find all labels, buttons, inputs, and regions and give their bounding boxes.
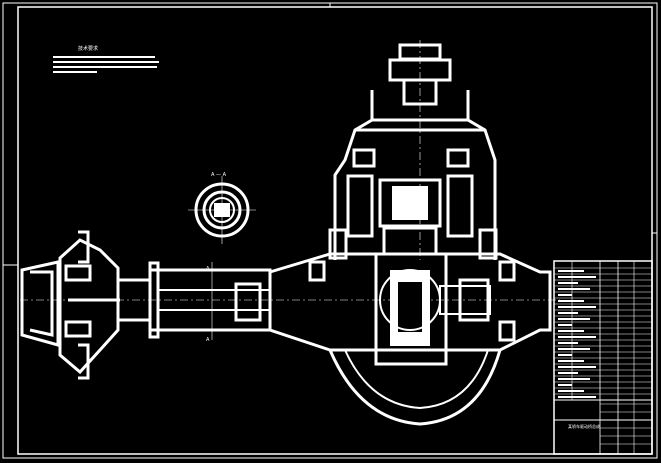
sheet-inner-border [17,6,653,455]
title-block-row-text-mark [558,384,572,386]
title-block-row-text-mark [558,378,590,380]
title-block-row-text-mark [558,366,596,368]
title-block-drawing-name: 某轿车驱动桥总成 [568,424,600,429]
title-block-row-text-mark [558,270,584,272]
title-block-row-text-mark [558,294,572,296]
title-block-row-text-mark [558,360,584,362]
title-block-row-text-mark [558,348,590,350]
title-block-row-text-mark [558,336,596,338]
title-block-row-text-mark [558,330,584,332]
title-block-row-text-mark [558,288,590,290]
title-block-row-text-mark [558,300,584,302]
technical-notes-title: 技术要求 [78,46,99,52]
title-block-row-text-mark [558,390,584,392]
title-block-row-text-mark [558,372,578,374]
title-block-row-text-mark [558,396,596,398]
title-block-row-text-mark [558,282,578,284]
left-hub-assembly [20,230,120,380]
differential-housing [268,252,552,426]
title-block-row-text-mark [558,354,572,356]
title-block-row-text-mark [558,342,578,344]
title-block-rows [554,267,652,445]
title-block-row-text-mark [558,318,590,320]
title-block-row-text-mark [558,312,578,314]
title-block-row-text-mark [558,324,572,326]
technical-notes-lines [53,56,159,73]
title-block-row-text-mark [558,306,596,308]
section-mark-top: A — A [211,172,227,178]
axle-tube [20,261,560,340]
section-mark-shaft-upper: A [206,266,210,272]
title-block-row-text-mark [558,276,596,278]
section-mark-shaft-lower: A [206,337,210,343]
pinion-input-assembly [328,40,498,260]
section-a-a-view [188,176,256,244]
